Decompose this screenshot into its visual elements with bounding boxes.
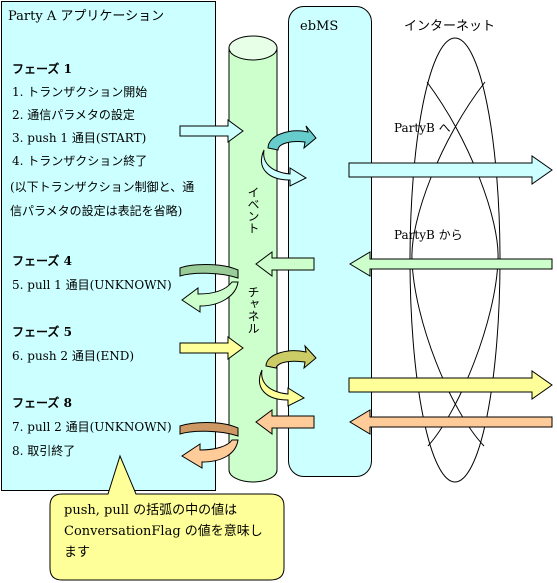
note-line1: (以下トランザクション制御と、通 — [10, 180, 195, 194]
event-channel-label-bottom: チャネル — [246, 286, 260, 334]
partyb-incoming-arrow-2 — [349, 409, 553, 435]
event-channel-label-top: イベント — [246, 186, 260, 234]
callout-text: push, pull の括弧の中の値は ConversationFlag の値を… — [64, 500, 284, 563]
pull2-curve-return — [181, 439, 239, 469]
push1-curve-return — [261, 149, 308, 187]
step5-text: 5. pull 1 通目(UNKNOWN) — [12, 278, 172, 292]
phase5-heading: フェーズ 5 — [12, 325, 72, 339]
pull2-curve-top — [179, 422, 239, 437]
callout-line1: push, pull の括弧の中の値は — [64, 503, 238, 518]
step7-text: 7. pull 2 通目(UNKNOWN) — [12, 420, 172, 434]
push1-internet-arrow — [348, 155, 553, 185]
step8-text: 8. 取引終了 — [12, 444, 76, 458]
phase1-heading: フェーズ 1 — [12, 62, 72, 76]
ebms-to-channel-arrow-2 — [255, 409, 315, 435]
callout-line2: ConversationFlag の値を意味し — [64, 524, 263, 539]
push2-curve-arrow — [265, 344, 317, 370]
internet-label: インターネット — [404, 19, 496, 34]
step4-text: 4. トランザクション終了 — [12, 154, 148, 168]
push1-curve-arrow — [267, 125, 317, 151]
step6-text: 6. push 2 通目(END) — [12, 349, 135, 363]
pull1-curve-top — [179, 264, 239, 279]
push1-start-arrow — [179, 119, 244, 143]
push2-internet-arrow — [348, 370, 553, 400]
note-line2: 信パラメタの設定は表記を省略) — [10, 204, 183, 218]
callout-line3: ます — [64, 545, 91, 560]
step2-text: 2. 通信パラメタの設定 — [12, 108, 135, 122]
ebms-to-channel-arrow-1 — [255, 251, 315, 277]
partyb-incoming-arrow — [349, 251, 553, 277]
phase8-heading: フェーズ 8 — [12, 396, 72, 410]
step3-text: 3. push 1 通目(START) — [12, 131, 147, 145]
push2-end-arrow — [179, 336, 244, 360]
party-a-application-box — [1, 1, 216, 491]
to-partyb-label: PartyB へ — [394, 121, 451, 135]
ebms-label: ebMS — [300, 19, 339, 34]
from-partyb-label: PartyB から — [394, 228, 463, 242]
party-a-title: Party A アプリケーション — [8, 9, 165, 24]
step1-text: 1. トランザクション開始 — [12, 85, 148, 99]
pull1-curve-return — [181, 281, 239, 313]
event-channel-cylinder — [228, 35, 278, 483]
push2-curve-return — [259, 369, 306, 407]
phase4-heading: フェーズ 4 — [12, 254, 72, 268]
callout-shape — [49, 454, 285, 581]
